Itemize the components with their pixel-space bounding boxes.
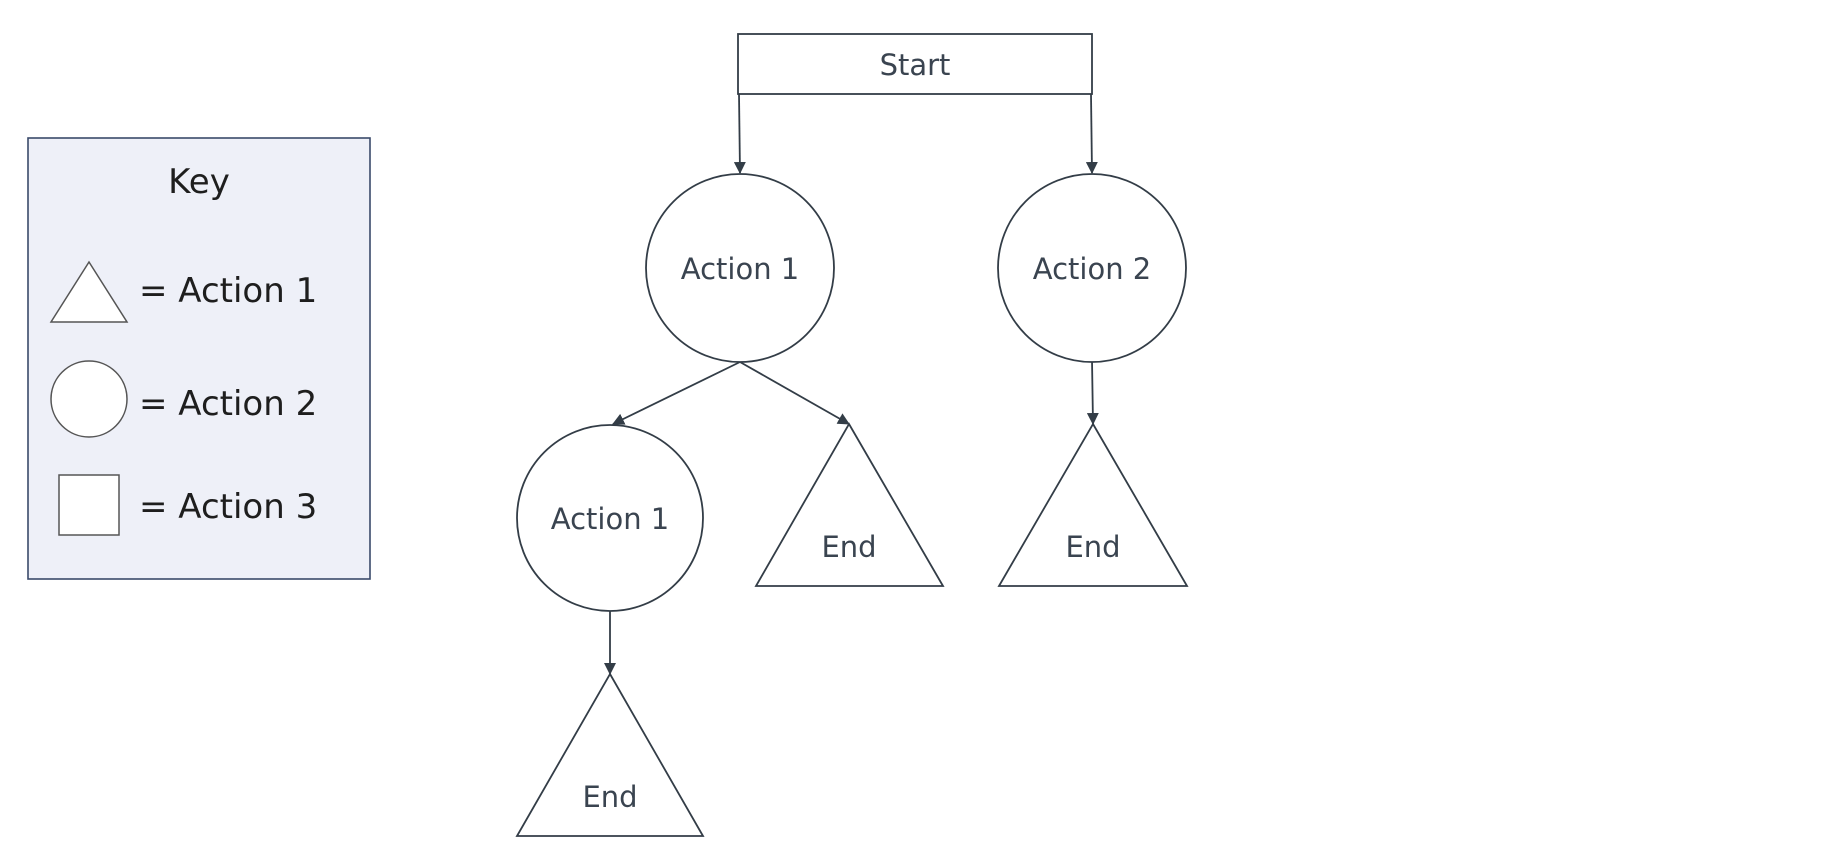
action-2-label: Action 2: [1033, 252, 1152, 286]
end-label-right: End: [1065, 530, 1120, 564]
key-label-action-1: = Action 1: [139, 271, 317, 311]
end-node-right: End: [997, 422, 1189, 587]
edge-start-to-action-2: [1085, 93, 1098, 174]
key-label-action-3: = Action 3: [139, 487, 317, 527]
key-label-action-2: = Action 2: [139, 384, 317, 424]
start-box: [737, 33, 1093, 95]
start-node: Start: [737, 33, 1093, 95]
edge-action-1-to-action-1: [612, 361, 741, 425]
key-square-icon: [58, 474, 120, 536]
end-node-bottom: End: [515, 672, 705, 837]
end-label-middle: End: [821, 530, 876, 564]
end-triangle-middle: [754, 422, 945, 587]
action-2-node: Action 2: [997, 173, 1187, 363]
key-legend: Key = Action 1 = Action 2 = Action 3: [27, 137, 371, 580]
edge-action-1-to-end: [739, 361, 850, 425]
end-node-middle: End: [754, 422, 945, 587]
start-label: Start: [880, 48, 951, 82]
end-label-bottom: End: [582, 780, 637, 814]
action-2-circle: [997, 173, 1187, 363]
edge-action-2-to-end: [1086, 359, 1099, 425]
key-circle-icon: [50, 360, 128, 438]
action-1-circle: [645, 173, 835, 363]
end-triangle-bottom: [515, 672, 705, 837]
action-1-node: Action 1: [645, 173, 835, 363]
action-1-child-circle: [516, 424, 704, 612]
end-triangle-right: [997, 422, 1189, 587]
action-1-child-node: Action 1: [516, 424, 704, 612]
key-title: Key: [168, 162, 230, 202]
tree-edges: [604, 93, 1099, 675]
key-triangle-icon: [49, 260, 129, 323]
edge-start-to-action-1: [733, 93, 746, 174]
action-1-child-label: Action 1: [551, 502, 670, 536]
action-1-label: Action 1: [681, 252, 800, 286]
